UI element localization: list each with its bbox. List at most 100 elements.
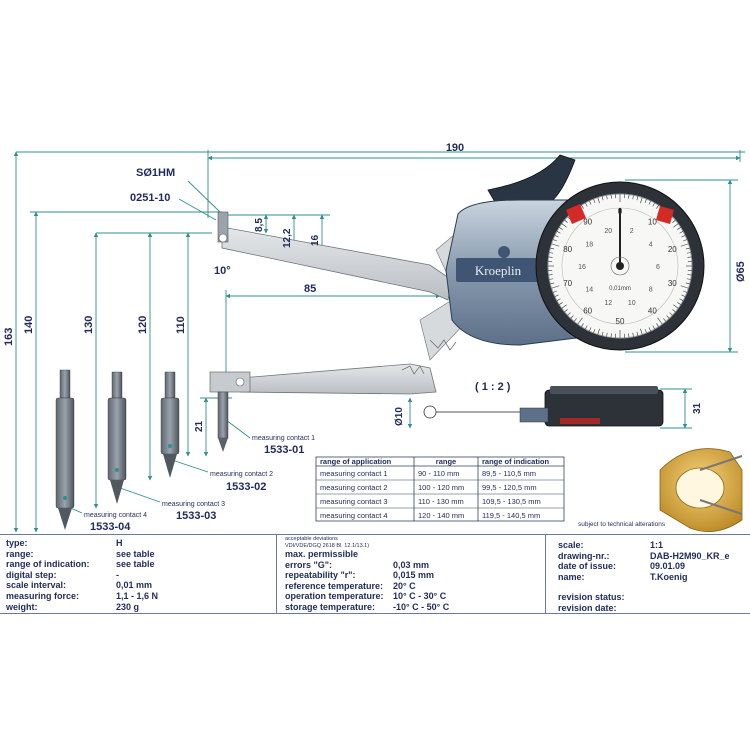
brand-logo: Kroeplin [475,263,522,278]
gauge-body: Kroeplin 0102030405060708090246810121416… [445,154,705,351]
dial-tick [628,333,630,338]
dial-tick [550,247,555,250]
lower-contact-block [209,371,251,393]
dial-tick [680,285,689,289]
dial-tick [672,219,676,223]
dial-tick [601,331,604,336]
range-table: range of application range range of indi… [315,456,565,522]
range-table-cell: 109,5 - 130,5 mm [482,497,541,506]
dial-number-inner: 4 [649,242,653,249]
dim-12-2: 12,2 [282,228,293,248]
dial-tick [632,332,634,337]
dial-number: 60 [583,306,592,315]
dim-190: 190 [446,142,464,154]
dial-tick [585,325,588,330]
title-label: name: [558,571,585,582]
dial-tick [687,274,692,276]
dial-tick [677,227,681,230]
spec-value: 230 g [116,601,140,612]
title-label: revision date: [558,602,617,613]
title-label: revision status: [558,592,625,603]
dial-tick [585,202,588,207]
title-block: scale:1:1 drawing-nr.:DAB-H2M90_KR_e dat… [558,540,746,618]
dial-number: 40 [648,306,657,315]
dial-tick [673,223,679,228]
dial-tick [628,194,630,199]
dim-tip-part: 0251-10 [130,192,170,204]
deviation-value: -10° C - 50° C [393,601,450,612]
dial-tick [644,329,647,334]
contact-4-part: 1533-04 [90,521,131,533]
dim-120: 120 [137,316,149,334]
dial-tick [652,325,655,330]
dial-tick [606,195,608,200]
dial-tick [577,317,583,325]
dial-tick [652,202,655,207]
dial-number: 30 [668,279,677,288]
dial-number-inner: 20 [604,228,612,235]
dial-tick [564,309,568,313]
dial-tick [686,278,691,280]
dial-tick [681,235,686,238]
dial-number-inner: 18 [585,242,593,249]
tolerance-marker-left [566,204,586,224]
deviation-label: repeatability "r": [285,570,356,581]
range-table-cell: 89,5 - 110,5 mm [482,469,536,478]
spec-label: measuring force: [6,590,80,601]
dial-tick [548,256,553,258]
range-table-cell: measuring contact 2 [320,483,388,492]
dial-tick [677,302,681,305]
dial-tick [564,219,568,223]
dial-unit-label: 0,01mm [609,286,631,292]
dial-number: 20 [668,245,677,254]
range-table-cell: 100 - 120 mm [418,483,464,492]
deviation-value: 0,03 mm [393,559,430,570]
specs-block: type:H range:see table range of indicati… [6,538,268,616]
dim-16: 16 [310,234,321,246]
range-table-header-application: range of application [320,457,392,466]
dim-85: 85 [304,283,316,295]
dial-number: 50 [616,317,625,326]
dim-8-5: 8,5 [254,218,265,232]
deviation-value: 20° C [393,580,416,591]
dial-tick [561,304,567,309]
deviation-label: errors "G": [285,559,333,570]
dial-tick [666,315,670,319]
dial-tick [656,323,659,327]
dial-tick [597,197,600,204]
dial-tick [570,315,574,319]
title-label: scale: [558,540,584,550]
dial-number-inner: 14 [585,286,593,293]
lower-measuring-arm [209,299,469,452]
dial-tick [681,294,686,297]
spec-value: H [116,538,123,548]
deviations-block: acceptable deviations VDI/VDE/DGQ 2618 B… [276,535,546,613]
dial-tick [581,205,584,209]
range-table-header-range: range [436,457,456,466]
dial-tick [632,195,634,200]
dial-number: 80 [563,245,572,254]
dial-tick [556,231,561,234]
spec-value: see table [116,548,155,559]
dial-tick [683,290,688,293]
range-table-header-indication: range of indication [482,457,550,466]
dial-tick [680,243,689,247]
dim-140: 140 [23,316,35,334]
dial-tick [644,198,647,203]
contact-3-part: 1533-03 [176,510,216,522]
dial-tick [640,328,643,335]
dial-tick [672,309,676,313]
contact-2-caption: measuring contact 2 [210,471,273,478]
dial-tick [559,227,563,230]
dial-tick [636,196,639,201]
dial-tick [556,298,561,301]
dial-tick [683,239,688,242]
dial-tick [559,302,563,305]
technical-alterations-note: subject to technical alterations [578,521,666,528]
dial-tick [636,331,639,336]
dial-tick [685,282,690,285]
dim-dial-diameter: Ø65 [735,261,747,282]
dial-number-inner: 16 [578,264,586,271]
dial-tick [601,196,604,201]
